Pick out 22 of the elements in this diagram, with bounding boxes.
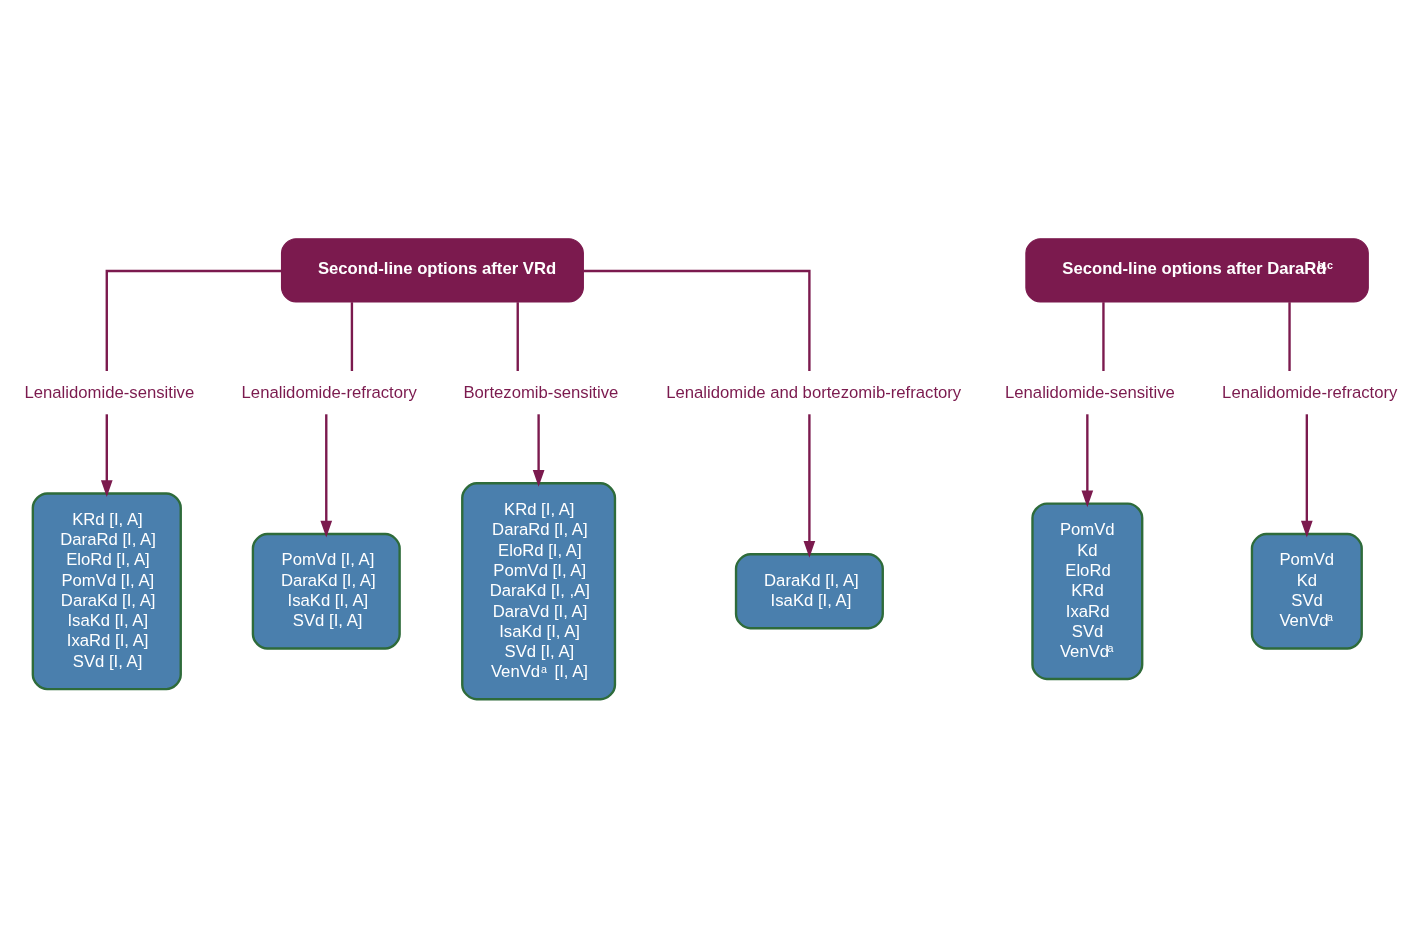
arrow — [803, 414, 816, 558]
node-text: Lenalidomide-refractory — [1222, 382, 1398, 402]
connector — [350, 302, 354, 371]
arrow — [320, 414, 333, 538]
node-text: Bortezomib-sensitive — [463, 382, 619, 402]
node-text: Lenalidomide and bortezomib-refractory — [666, 382, 962, 402]
node-box: Second-line options after VRd — [280, 238, 584, 303]
node-text: Lenalidomide-sensitive — [24, 382, 195, 402]
connector — [105, 269, 282, 371]
node-box: KRd [I, A] DaraRd [I, A] EloRd [I, A] PomVd [I, A] DaraKd [I, A] IsaKd [I, A] IxaRd [I, A] SVd [I, A] — [31, 492, 182, 691]
connector — [1288, 302, 1291, 371]
connector — [516, 302, 519, 371]
node-box: PomVd [I, A] DaraKd [I, A] IsaKd [I, A] SVd [I, A] — [251, 532, 401, 650]
arrow — [1081, 414, 1094, 508]
node-box: DaraKd [I, A] IsaKd [I, A] — [734, 553, 884, 630]
connector — [583, 269, 811, 371]
arrow — [100, 414, 113, 497]
node-text: Lenalidomide-sensitive — [1005, 382, 1175, 402]
connector — [1102, 302, 1105, 371]
arrow — [532, 414, 545, 487]
arrow — [1300, 414, 1313, 538]
node-text: Lenalidomide-refractory — [241, 382, 417, 402]
